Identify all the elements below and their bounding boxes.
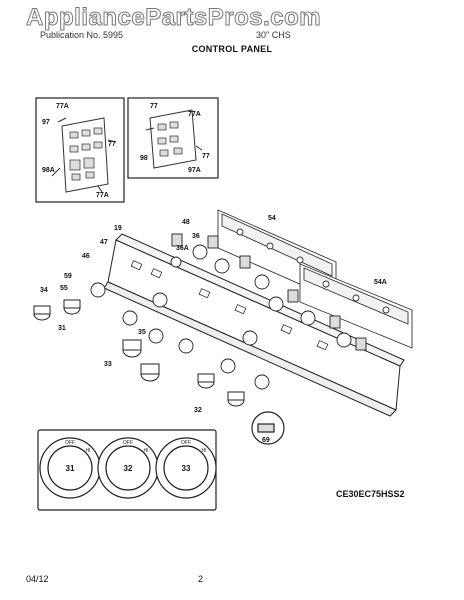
callout-77a-lower: 77A: [96, 192, 109, 199]
dial-label-32: 32: [124, 464, 133, 473]
callout-98: 98: [140, 155, 148, 162]
callout-77: 77: [108, 141, 116, 148]
callout-48: 48: [182, 219, 190, 226]
bracket-54a: [299, 263, 413, 349]
callout-77a: 77A: [56, 103, 69, 110]
callout-55: 55: [60, 285, 68, 292]
callout-54: 54: [268, 215, 276, 222]
callout-31: 31: [58, 325, 66, 332]
control-panel-body: [103, 233, 405, 417]
callout-98a: 98A: [42, 167, 55, 174]
callout-97a: 97A: [188, 167, 201, 174]
footer-date: 04/12: [26, 574, 49, 584]
callout-47: 47: [100, 239, 108, 246]
callout-77a-r: 77A: [188, 111, 201, 118]
inset-left-box: [35, 97, 125, 203]
callout-46: 46: [82, 253, 90, 260]
dial-label-33: 33: [182, 464, 191, 473]
header-model-size: 30" CHS: [256, 30, 291, 40]
callout-19: 19: [114, 225, 122, 232]
dial-hi-32: HI: [144, 448, 149, 454]
page-title: CONTROL PANEL: [191, 44, 273, 54]
callout-36a: 36A: [176, 245, 189, 252]
callout-77-r: 77: [150, 103, 158, 110]
callout-36: 36: [192, 233, 200, 240]
dial-label-31: 31: [66, 464, 75, 473]
callout-34: 34: [40, 287, 48, 294]
callout-35: 35: [138, 329, 146, 336]
knob-detail-69: [251, 411, 285, 445]
callout-97: 97: [42, 119, 50, 126]
model-code: CE30EC75HSS2: [336, 489, 405, 499]
callout-59: 59: [64, 273, 72, 280]
dial-off-33: OFF: [181, 440, 191, 446]
callout-77-r2: 77: [202, 153, 210, 160]
footer-page-number: 2: [198, 574, 204, 584]
dial-hi-31: HI: [86, 448, 91, 454]
callout-32: 32: [194, 407, 202, 414]
publication-number: Publication No. 5995: [40, 30, 124, 40]
callout-54a: 54A: [374, 279, 387, 286]
callout-69: 69: [262, 437, 270, 444]
watermark-text: AppliancePartsPros.com: [25, 4, 322, 32]
dial-hi-33: HI: [202, 448, 207, 454]
inset-right-box: [127, 97, 219, 179]
dial-off-32: OFF: [123, 440, 133, 446]
dial-off-31: OFF: [65, 440, 75, 446]
callout-33: 33: [104, 361, 112, 368]
